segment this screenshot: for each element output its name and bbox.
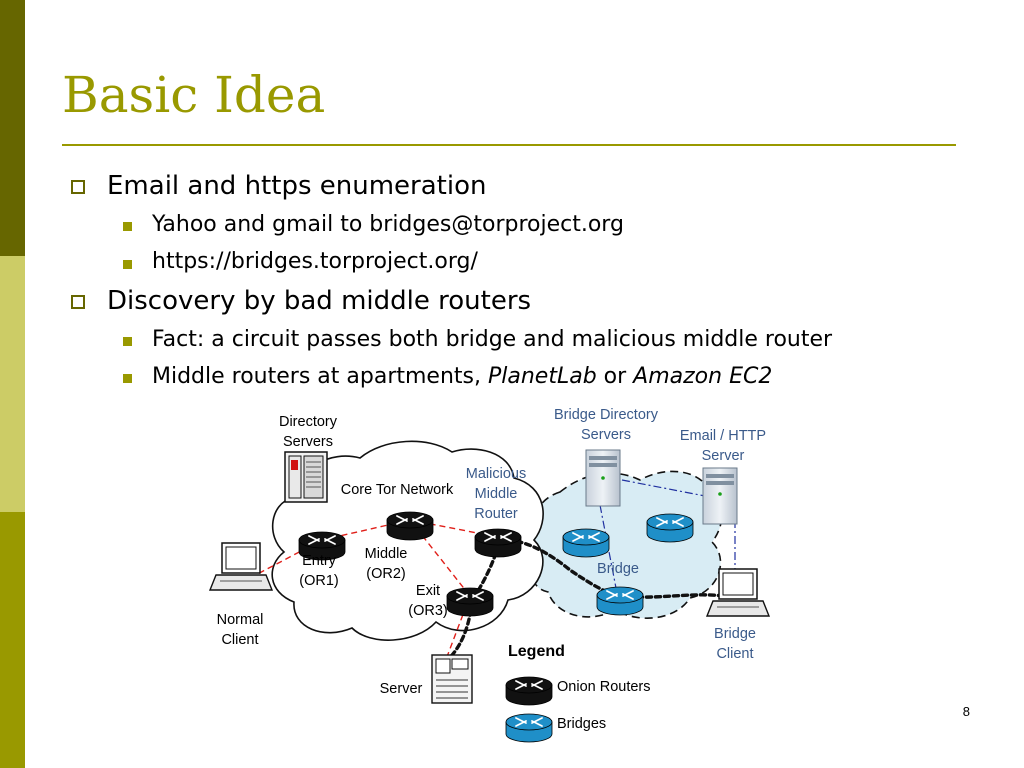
normal-client-label-1: Normal (217, 612, 264, 628)
bullet-email-https: Email and https enumeration (107, 171, 487, 201)
legend-bridges-label: Bridges (557, 716, 606, 732)
server-label: Server (380, 681, 423, 697)
bridge-router-icon (562, 528, 610, 558)
left-band-top (0, 0, 25, 256)
bridge-cloud (529, 470, 723, 619)
subbullet-yahoo-gmail: Yahoo and gmail to bridges@torproject.or… (152, 212, 624, 237)
middle-label-1: Middle (365, 546, 408, 562)
legend-title: Legend (508, 643, 565, 660)
subbullet-marker (123, 374, 132, 383)
exit-router-icon (446, 587, 494, 617)
left-band-middle (0, 256, 25, 512)
entry-router-icon (298, 531, 346, 561)
directory-servers-label-1: Directory (279, 414, 338, 430)
bridge-label: Bridge (597, 561, 639, 577)
bullet-marker (71, 295, 85, 309)
email-http-server-label-2: Server (702, 448, 745, 464)
exit-label-2: (OR3) (408, 603, 447, 619)
email-http-server-icon (702, 467, 738, 525)
subbullet-marker (123, 260, 132, 269)
legend-onion-routers-label: Onion Routers (557, 679, 651, 695)
subbullet-marker (123, 222, 132, 231)
subbullet-fact: Fact: a circuit passes both bridge and m… (152, 327, 833, 352)
middle-routers-prefix: Middle routers at apartments, (152, 364, 488, 389)
middle-router-icon (386, 511, 434, 541)
page-number: 8 (962, 704, 970, 719)
directory-servers-label-2: Servers (283, 434, 333, 450)
bridge-client-laptop-icon (705, 568, 771, 617)
email-http-server-label-1: Email / HTTP (680, 428, 766, 444)
entry-label-2: (OR1) (299, 573, 338, 589)
bullet-discovery: Discovery by bad middle routers (107, 286, 532, 316)
normal-client-label-2: Client (221, 632, 258, 648)
bridge-directory-servers-label-2: Servers (581, 427, 631, 443)
bridge-directory-server-icon (585, 449, 621, 507)
malicious-middle-router-label-3: Router (474, 506, 518, 522)
or-text: or (596, 364, 634, 389)
routers-layer (298, 511, 694, 743)
planetlab-text: PlanetLab (487, 364, 597, 389)
bullet-marker (71, 180, 85, 194)
bridge-router-icon (596, 586, 644, 616)
amazon-ec2-text: Amazon EC2 (633, 364, 773, 389)
exit-label-1: Exit (416, 583, 440, 599)
subbullet-bridges-url: https://bridges.torproject.org/ (152, 249, 478, 274)
bridge-client-label-2: Client (716, 646, 753, 662)
subbullet-marker (123, 337, 132, 346)
bridge-client-label-1: Bridge (714, 626, 756, 642)
malicious-middle-router-icon (474, 528, 522, 558)
slide-title: Basic Idea (62, 66, 326, 124)
malicious-middle-router-label-1: Malicious (466, 466, 526, 482)
middle-label-2: (OR2) (366, 566, 405, 582)
subbullet-middle-routers: Middle routers at apartments, PlanetLab … (152, 363, 772, 391)
bridge-directory-servers-label-1: Bridge Directory (554, 407, 659, 423)
normal-client-laptop-icon (208, 542, 274, 591)
left-band-bottom (0, 512, 25, 768)
legend-bridge-router-icon (505, 713, 553, 743)
legend-onion-router-icon (505, 676, 553, 706)
bridge-router-icon (646, 513, 694, 543)
destination-server-icon (431, 654, 473, 704)
title-rule (62, 144, 956, 146)
core-tor-network-label: Core Tor Network (341, 482, 454, 498)
directory-links (599, 479, 736, 589)
directory-server-icon (284, 451, 328, 503)
entry-label-1: Entry (302, 553, 337, 569)
malicious-middle-router-label-2: Middle (475, 486, 518, 502)
